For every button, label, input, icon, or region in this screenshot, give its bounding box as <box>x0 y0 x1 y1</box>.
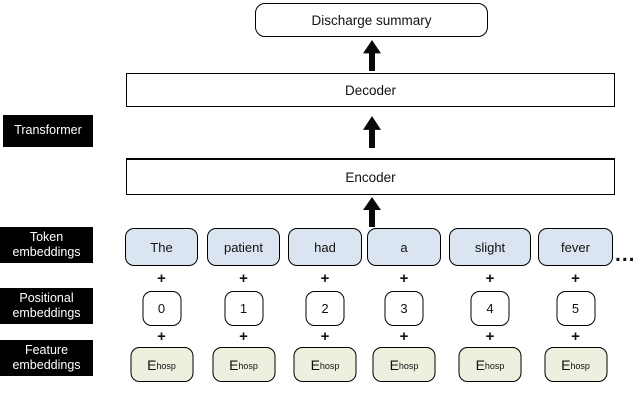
plus-sign: + <box>157 270 166 287</box>
feature-subscript: hosp <box>398 361 419 371</box>
plus-sign: + <box>571 328 580 345</box>
positional-box: 2 <box>305 291 345 326</box>
positional-embeddings-label: Positional embeddings <box>0 288 93 324</box>
feature-embeddings-label: Feature embeddings <box>0 340 93 376</box>
positional-box: 3 <box>384 291 424 326</box>
token-box: slight <box>449 228 531 266</box>
token-box: a <box>367 228 441 266</box>
feature-subscript: hosp <box>570 361 590 371</box>
plus-sign: + <box>239 270 248 287</box>
feature-symbol: E <box>310 356 320 373</box>
plus-sign: + <box>571 270 580 287</box>
feature-symbol: E <box>475 356 485 373</box>
plus-sign: + <box>320 270 330 287</box>
up-arrow-icon <box>363 197 381 227</box>
positional-box: 4 <box>470 291 510 326</box>
token-embeddings-label: Token embeddings <box>0 227 93 263</box>
token-box: had <box>288 228 362 266</box>
discharge-summary-box: Discharge summary <box>255 3 488 37</box>
plus-sign: + <box>320 328 330 345</box>
token-box: patient <box>207 228 280 266</box>
feature-subscript: hosp <box>156 361 176 371</box>
plus-sign: + <box>157 328 166 345</box>
plus-sign: + <box>399 270 409 287</box>
up-arrow-icon <box>363 40 381 71</box>
plus-sign: + <box>239 328 248 345</box>
feature-subscript: hosp <box>484 361 505 371</box>
up-arrow-icon <box>363 116 381 148</box>
transformer-label: Transformer <box>3 115 93 147</box>
feature-symbol: E <box>229 356 239 373</box>
encoder-box: Encoder <box>126 158 615 195</box>
feature-subscript: hosp <box>238 361 258 371</box>
positional-box: 0 <box>142 291 181 326</box>
feature-symbol: E <box>561 356 571 373</box>
feature-subscript: hosp <box>319 361 340 371</box>
plus-sign: + <box>399 328 409 345</box>
feature-symbol: E <box>389 356 399 373</box>
token-box: The <box>125 228 198 266</box>
plus-sign: + <box>485 270 495 287</box>
positional-box: 5 <box>556 291 595 326</box>
decoder-box: Decoder <box>126 73 615 107</box>
sequence-continues-ellipsis: ... <box>615 243 636 266</box>
plus-sign: + <box>485 328 495 345</box>
feature-symbol: E <box>147 356 157 373</box>
positional-box: 1 <box>224 291 263 326</box>
token-box: fever <box>538 228 613 266</box>
